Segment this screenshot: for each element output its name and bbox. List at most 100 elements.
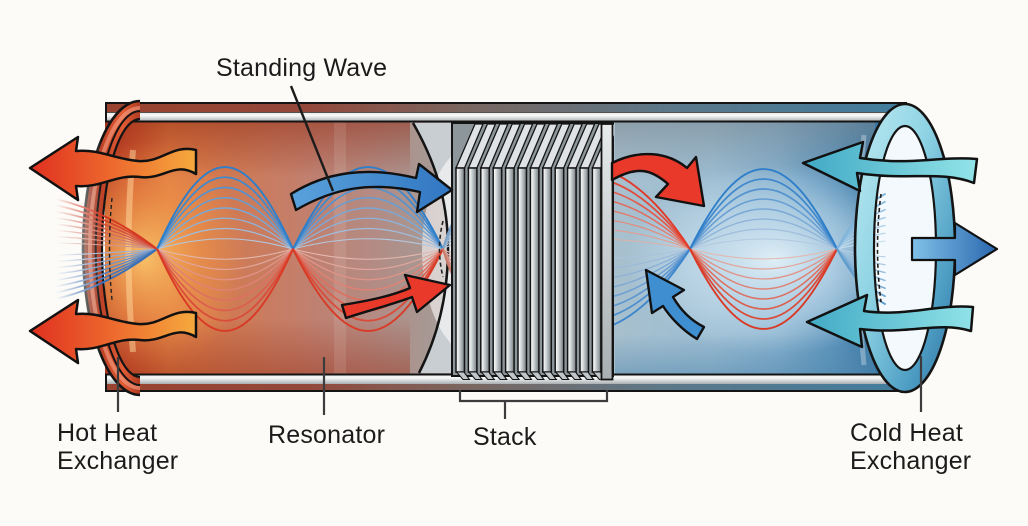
stack-plate (529, 371, 545, 381)
wave-line (689, 248, 838, 260)
standing-wave-label: Standing Wave (216, 54, 387, 82)
wave-line (689, 248, 838, 290)
hot-output-arrow-top (28, 135, 198, 202)
standing-wave-arrow-red (340, 273, 452, 320)
wave-line (689, 248, 838, 300)
wave-line (612, 248, 691, 269)
stack-plate (480, 371, 496, 381)
annotations: Standing Wave Hot Heat Exchanger Resonat… (57, 54, 971, 475)
wave-line (156, 248, 294, 270)
stack-plate (517, 167, 528, 373)
hot-heat-exchanger-label-line2: Exchanger (57, 447, 178, 475)
wave-line (689, 248, 838, 280)
wave-line (292, 207, 444, 250)
resonator-label: Resonator (268, 421, 385, 449)
wave-line (292, 228, 444, 250)
wave-line (292, 166, 444, 250)
wave-line (156, 207, 294, 250)
wave-line (156, 248, 294, 260)
wave-line (156, 186, 294, 250)
stack-label: Stack (473, 423, 537, 451)
hot-heat-exchanger-label-line1: Hot Heat (57, 419, 157, 447)
wave-line (612, 210, 691, 250)
stack-plate (579, 371, 595, 381)
stack-plate (566, 371, 583, 381)
wave-line (689, 208, 838, 250)
wave-line (612, 248, 691, 260)
wave-line (292, 248, 444, 270)
wave-line (689, 248, 838, 270)
wave-line (156, 238, 294, 250)
stack-plate (455, 167, 466, 373)
wave-line (612, 200, 691, 250)
wave-line (156, 166, 294, 250)
wave-line (156, 176, 294, 250)
cold-input-arrow-bottom (805, 293, 975, 349)
wave-line (612, 248, 691, 279)
wave-line (689, 218, 838, 250)
cold-heat-exchanger-label-line2: Exchanger (850, 447, 971, 475)
stack-plate (480, 167, 491, 373)
stack-plate (492, 371, 508, 381)
wave-line (292, 248, 444, 291)
stack-plate (542, 371, 558, 381)
wave-line (156, 248, 294, 332)
wave-line (689, 248, 838, 320)
cold-heat-exchanger-label-line1: Cold Heat (850, 419, 963, 447)
cap-node-dash (108, 197, 113, 301)
stack-plate (529, 167, 540, 373)
stack-plate (504, 371, 521, 381)
stack-plate (467, 167, 478, 373)
stack-plate (504, 167, 515, 373)
stack-plate (579, 167, 590, 373)
wave-line (689, 228, 838, 250)
standing-wave-leader (289, 85, 335, 192)
stack-plate (591, 167, 602, 373)
cone-edge (411, 122, 450, 374)
stack-right-face (600, 123, 614, 381)
stack-plate (554, 371, 570, 381)
stack-plate (542, 167, 553, 373)
wave-line (292, 197, 444, 250)
wave-line (156, 197, 294, 250)
wave-line (156, 248, 294, 291)
wave-line (612, 219, 691, 250)
wave-line (612, 238, 691, 250)
hot-glow (105, 140, 245, 374)
sound-output-arrow (910, 221, 999, 277)
wave-line (292, 217, 444, 250)
stack-plate (467, 371, 483, 381)
stack-bracket (458, 390, 609, 419)
wave-line (156, 248, 294, 281)
cold-glow (625, 165, 905, 355)
wave-line (689, 198, 838, 250)
stack-exit-arrow-red (610, 152, 706, 208)
wave-line (689, 238, 838, 250)
wave-line (156, 248, 294, 301)
wave-line (612, 229, 691, 250)
stack-plate (492, 167, 503, 373)
stack-plate (554, 167, 565, 373)
hot-output-arrow-bottom (28, 298, 198, 365)
wave-line (689, 168, 838, 250)
wave-line (156, 248, 294, 312)
wave-line (156, 217, 294, 250)
wave-line (689, 248, 838, 310)
wave-line (156, 228, 294, 250)
stack-plates (451, 122, 614, 381)
wave-line (689, 248, 838, 330)
stack-plate (455, 371, 471, 381)
stack-plate (566, 167, 577, 373)
node-dashes (108, 193, 882, 303)
wave-line (612, 172, 691, 250)
stack-plate (517, 371, 533, 381)
wave-line (292, 248, 444, 281)
wave-line (292, 248, 444, 260)
wave-line (689, 188, 838, 250)
standing-wave-arrow-blue (289, 162, 454, 214)
stack-entry-arrow-blue (644, 268, 706, 341)
wave-line (689, 178, 838, 250)
stack-node-dash (438, 220, 444, 278)
